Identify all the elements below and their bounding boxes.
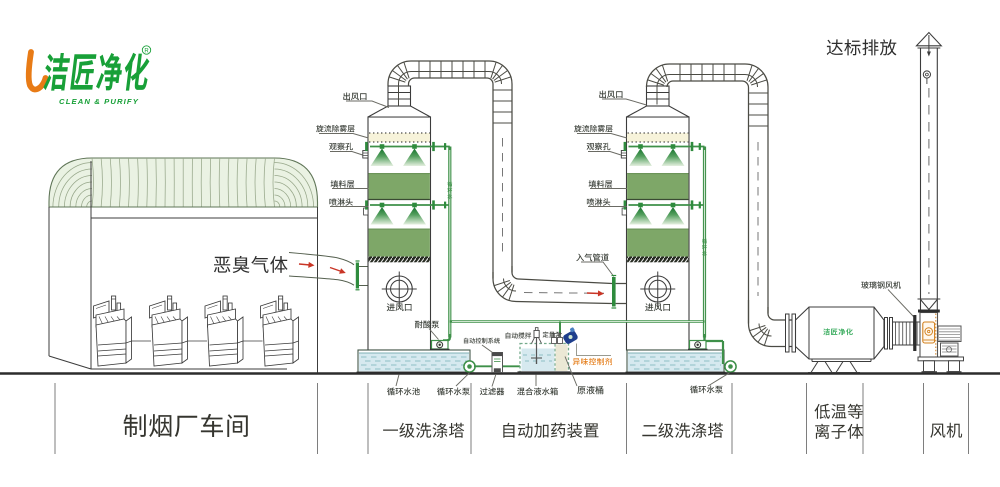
svg-text:R: R	[144, 49, 149, 55]
svg-text:CLEAN & PURIFY: CLEAN & PURIFY	[59, 97, 139, 106]
